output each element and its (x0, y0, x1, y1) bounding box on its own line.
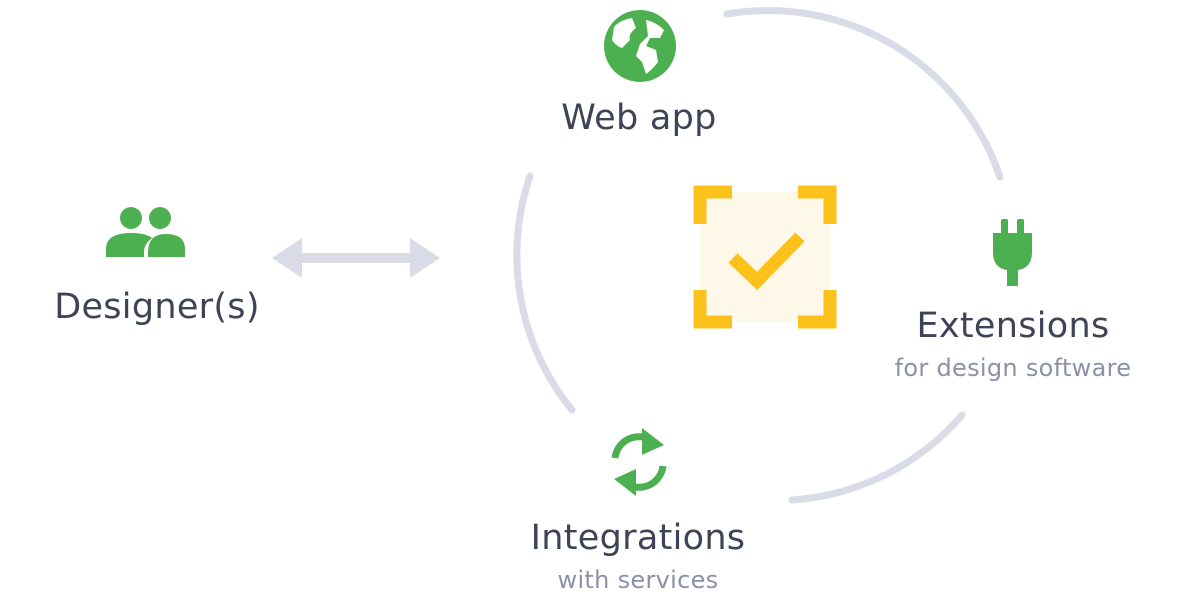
designers-label: Designer(s) (54, 287, 260, 327)
integrations-sublabel: with services (557, 566, 719, 594)
bidirectional-arrow (272, 238, 440, 278)
extensions-sublabel: for design software (894, 354, 1132, 382)
cycle-ring (513, 7, 1004, 504)
ring-arc-bottom-right (788, 411, 966, 504)
ring-arc-left (513, 172, 576, 414)
globe-icon (604, 10, 676, 82)
checkmark-frame-icon (693, 185, 837, 329)
sync-arrowheads (614, 428, 664, 496)
integrations-label: Integrations (530, 518, 746, 558)
web-app-label: Web app (561, 98, 717, 138)
plug-icon (993, 219, 1032, 286)
extensions-label: Extensions (916, 306, 1110, 346)
users-icon (106, 207, 185, 257)
ring-arc-top-right (723, 7, 1004, 181)
